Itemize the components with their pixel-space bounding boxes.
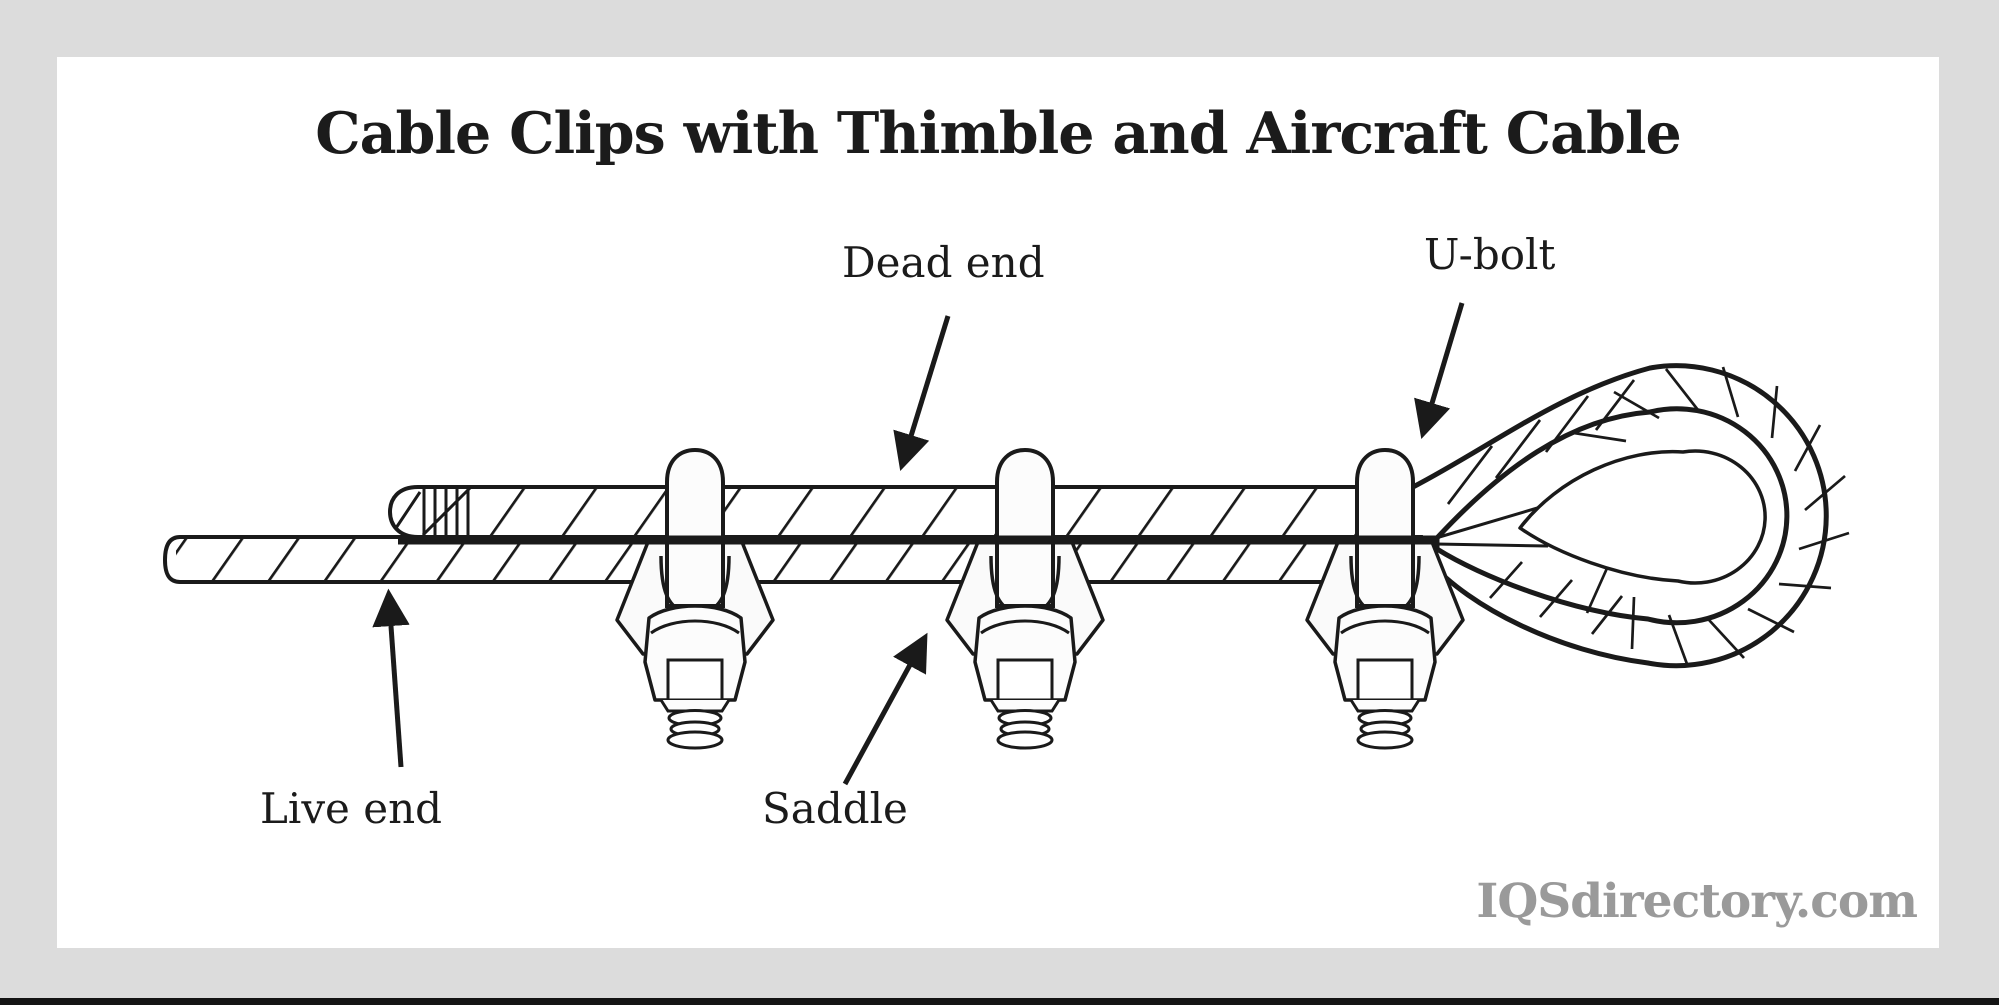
page-title: Cable Clips with Thimble and Aircraft Ca… <box>315 100 1682 167</box>
thimble-loop <box>1410 363 1850 669</box>
dead-end-arrow <box>893 315 951 471</box>
label-saddle: Saddle <box>762 784 908 833</box>
live-end-arrow <box>372 588 410 768</box>
u-bolt-arrow <box>1414 302 1465 439</box>
saddle-arrow <box>842 632 928 786</box>
watermark-text: IQSdirectory.com <box>1476 874 1918 929</box>
thimble-eye <box>1518 449 1767 585</box>
callout-arrows <box>372 302 1465 786</box>
label-u-bolt: U-bolt <box>1424 230 1556 279</box>
bottom-bar <box>0 998 1999 1005</box>
label-live-end: Live end <box>260 784 443 833</box>
live-end-cable <box>162 535 1439 584</box>
dead-end-cable <box>387 485 1439 539</box>
label-dead-end: Dead end <box>842 238 1045 287</box>
seizing-marks <box>394 486 472 537</box>
loop-hatches <box>1446 366 1850 665</box>
